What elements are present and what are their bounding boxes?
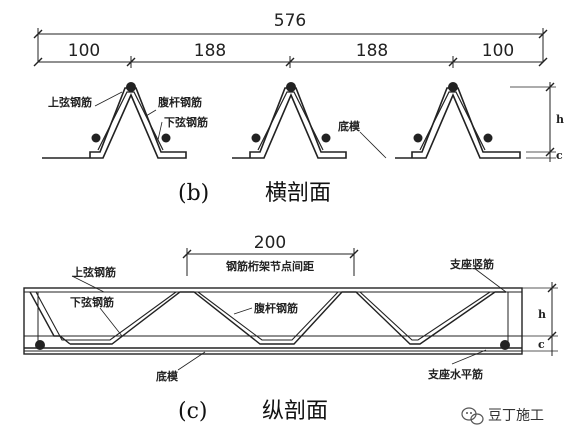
longitudinal-section-view: 200 钢筋桁架节点间距 上弦钢筋 下弦钢筋 腹杆钢筋 支座竖筋 底模 支座水平… bbox=[23, 233, 558, 424]
cover-dim-label: c bbox=[556, 149, 563, 162]
cross-section-view: 576 100 188 188 100 bbox=[33, 11, 564, 206]
support-bar-left bbox=[35, 340, 45, 350]
segment-dim-4: 100 bbox=[482, 41, 514, 61]
label-upper-chord: 上弦钢筋 bbox=[48, 95, 92, 109]
watermark: 豆丁施工 bbox=[461, 407, 544, 425]
support-bar-right bbox=[500, 340, 510, 350]
label-bottom-mold-long: 底模 bbox=[156, 369, 179, 383]
lower-chord-bar-2a bbox=[251, 133, 261, 143]
truss-profile-1 bbox=[42, 82, 187, 159]
caption-longitudinal-section: 纵剖面 bbox=[262, 399, 328, 424]
height-dimension-long: h c bbox=[522, 282, 558, 356]
lower-chord-bar-1a bbox=[91, 133, 101, 143]
watermark-text: 豆丁施工 bbox=[488, 408, 544, 424]
segment-dim-3: 188 bbox=[356, 41, 388, 61]
label-node-spacing: 钢筋桁架节点间距 bbox=[226, 259, 314, 273]
wechat-icon bbox=[461, 407, 484, 425]
label-lower-chord-long: 下弦钢筋 bbox=[70, 295, 114, 309]
segment-dimensions: 100 188 188 100 bbox=[33, 41, 548, 68]
label-web-bar: 腹杆钢筋 bbox=[158, 95, 202, 109]
lower-chord-bar-1b bbox=[161, 133, 171, 143]
caption-letter-b: (b) bbox=[178, 181, 209, 206]
node-spacing-value: 200 bbox=[254, 233, 286, 253]
lower-chord-bar-3b bbox=[483, 133, 493, 143]
label-web-bar-long: 腹杆钢筋 bbox=[254, 301, 298, 315]
segment-dim-2: 188 bbox=[194, 41, 226, 61]
cover-dim-label-long: c bbox=[538, 338, 545, 351]
caption-letter-c: (c) bbox=[178, 399, 208, 424]
total-dimension-value: 576 bbox=[274, 11, 306, 31]
segment-dim-1: 100 bbox=[68, 41, 100, 61]
height-dim-label-long: h bbox=[538, 308, 546, 321]
upper-chord-bar-1 bbox=[126, 82, 136, 92]
upper-chord-bar-2 bbox=[286, 82, 296, 92]
lower-chord-bar-2b bbox=[321, 133, 331, 143]
caption-cross-section: 横剖面 bbox=[265, 181, 331, 206]
label-upper-chord-long: 上弦钢筋 bbox=[72, 265, 116, 279]
node-spacing-dimension: 200 bbox=[182, 233, 359, 276]
truss-profile-2 bbox=[232, 82, 347, 159]
height-dimension: h c bbox=[510, 82, 564, 162]
height-dim-label: h bbox=[556, 113, 564, 126]
label-lower-chord: 下弦钢筋 bbox=[164, 115, 208, 129]
lower-chord-bar-3a bbox=[413, 133, 423, 143]
truss-profile-3 bbox=[395, 82, 521, 159]
label-bottom-mold: 底模 bbox=[338, 119, 361, 133]
label-support-vertical: 支座竖筋 bbox=[449, 257, 494, 271]
label-support-horizontal: 支座水平筋 bbox=[427, 367, 483, 381]
total-dimension: 576 bbox=[33, 11, 548, 62]
upper-chord-bar-3 bbox=[448, 82, 458, 92]
